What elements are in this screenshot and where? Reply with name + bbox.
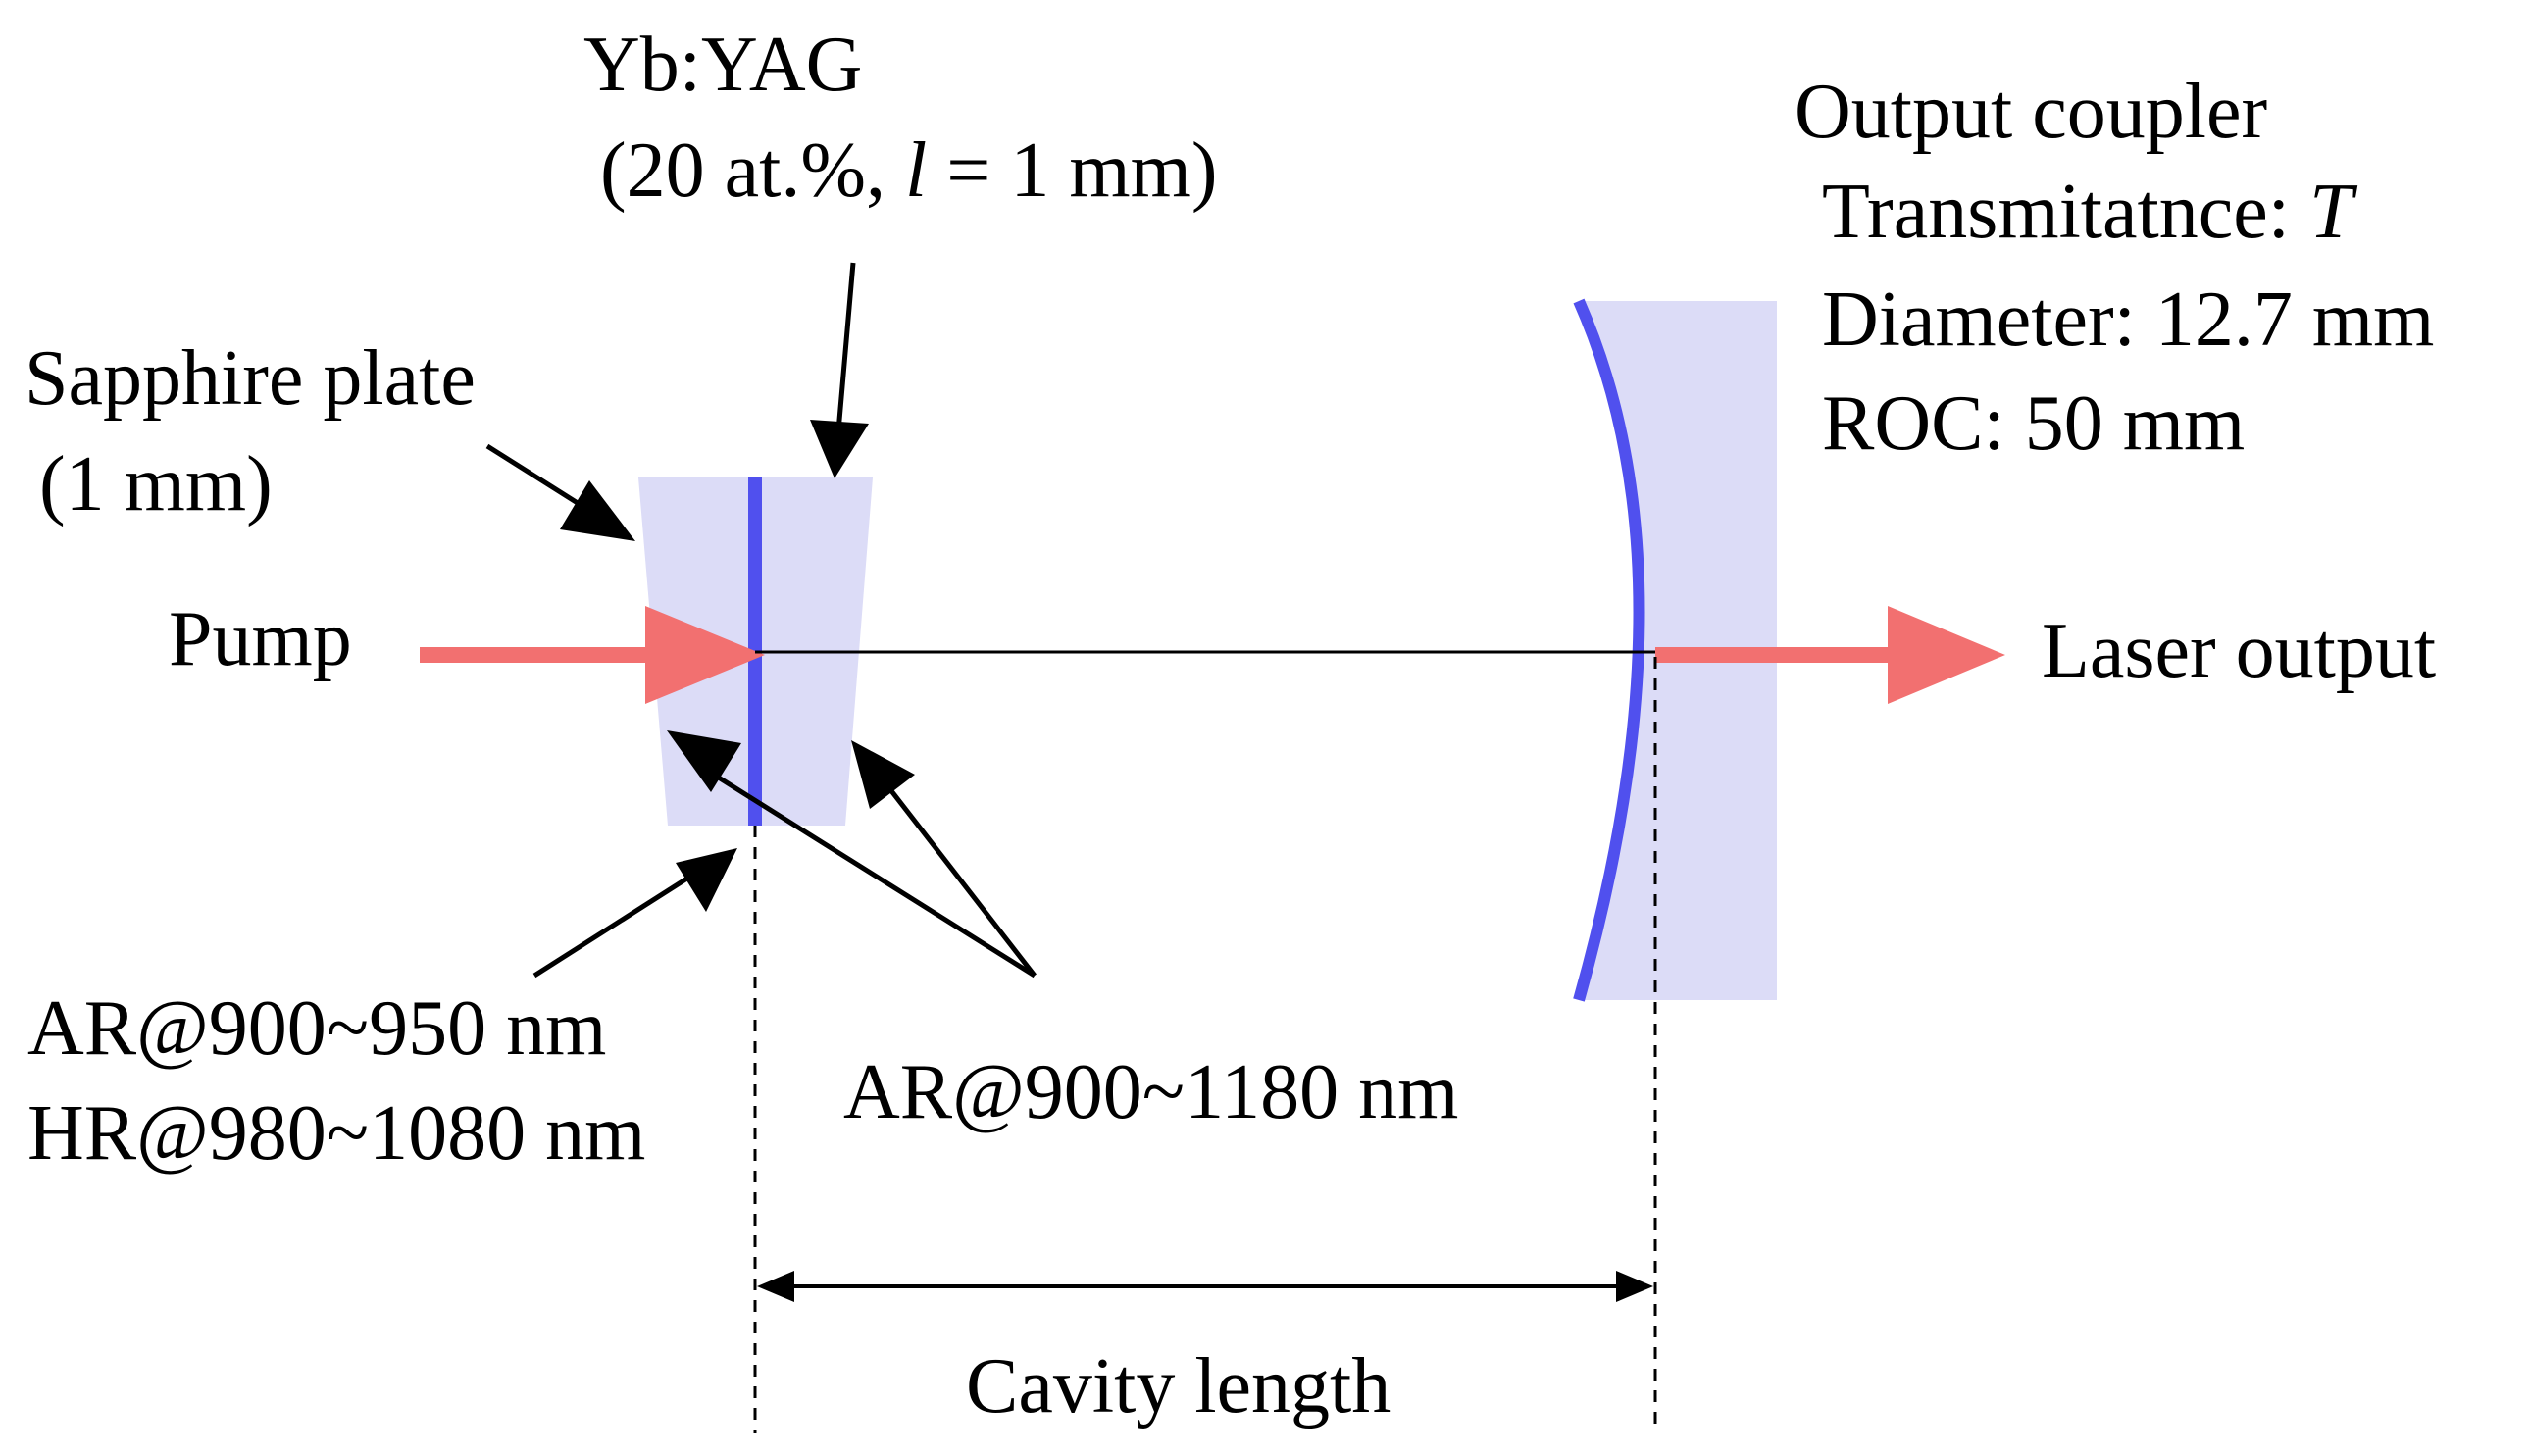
laser-output-label: Laser output bbox=[2042, 608, 2436, 694]
transmittance-label: Transmitatnce: T bbox=[1822, 169, 2358, 255]
coating-hr-label: HR@980~1080 nm bbox=[27, 1090, 645, 1177]
annotation-arrowheads bbox=[560, 420, 915, 912]
arrow-yb-yag bbox=[835, 262, 856, 432]
arrow-ar-broad-1 bbox=[704, 767, 1037, 979]
output-coupler-curved-surface bbox=[1573, 298, 1645, 1002]
crystal-spec-label: (20 at.%, l = 1 mm) bbox=[600, 127, 1217, 214]
arrow-ar-broad-2 bbox=[881, 778, 1037, 978]
roc-label: ROC: 50 mm bbox=[1822, 380, 2245, 467]
cavity-length-arrow-right bbox=[1616, 1271, 1653, 1302]
diameter-label: Diameter: 12.7 mm bbox=[1822, 276, 2434, 363]
arrow-sapphire bbox=[485, 443, 590, 513]
arrowhead-sapphire bbox=[560, 480, 635, 541]
sapphire-plate-label: Sapphire plate bbox=[25, 335, 476, 422]
output-coupler-title: Output coupler bbox=[1795, 69, 2267, 155]
pump-label: Pump bbox=[169, 596, 352, 682]
crystal-name-label: Yb:YAG bbox=[583, 22, 862, 108]
coating-ar-broad-label: AR@900~1180 nm bbox=[843, 1049, 1458, 1135]
sapphire-thickness-label: (1 mm) bbox=[39, 441, 273, 527]
arrow-ar-pump bbox=[532, 870, 698, 979]
annotation-arrows bbox=[485, 262, 1037, 979]
coating-ar-pump-label: AR@900~950 nm bbox=[27, 985, 606, 1072]
arrowhead-ar-broad-1 bbox=[667, 730, 741, 792]
arrowhead-ar-pump bbox=[676, 848, 737, 912]
cavity-length-label: Cavity length bbox=[966, 1343, 1391, 1430]
cavity-length-arrow-left bbox=[757, 1271, 794, 1302]
pump-beam-arrowhead bbox=[645, 606, 765, 704]
arrowhead-yb-yag bbox=[810, 420, 869, 478]
laser-output-arrowhead bbox=[1888, 606, 2005, 704]
arrowhead-ar-broad-2 bbox=[851, 740, 915, 809]
